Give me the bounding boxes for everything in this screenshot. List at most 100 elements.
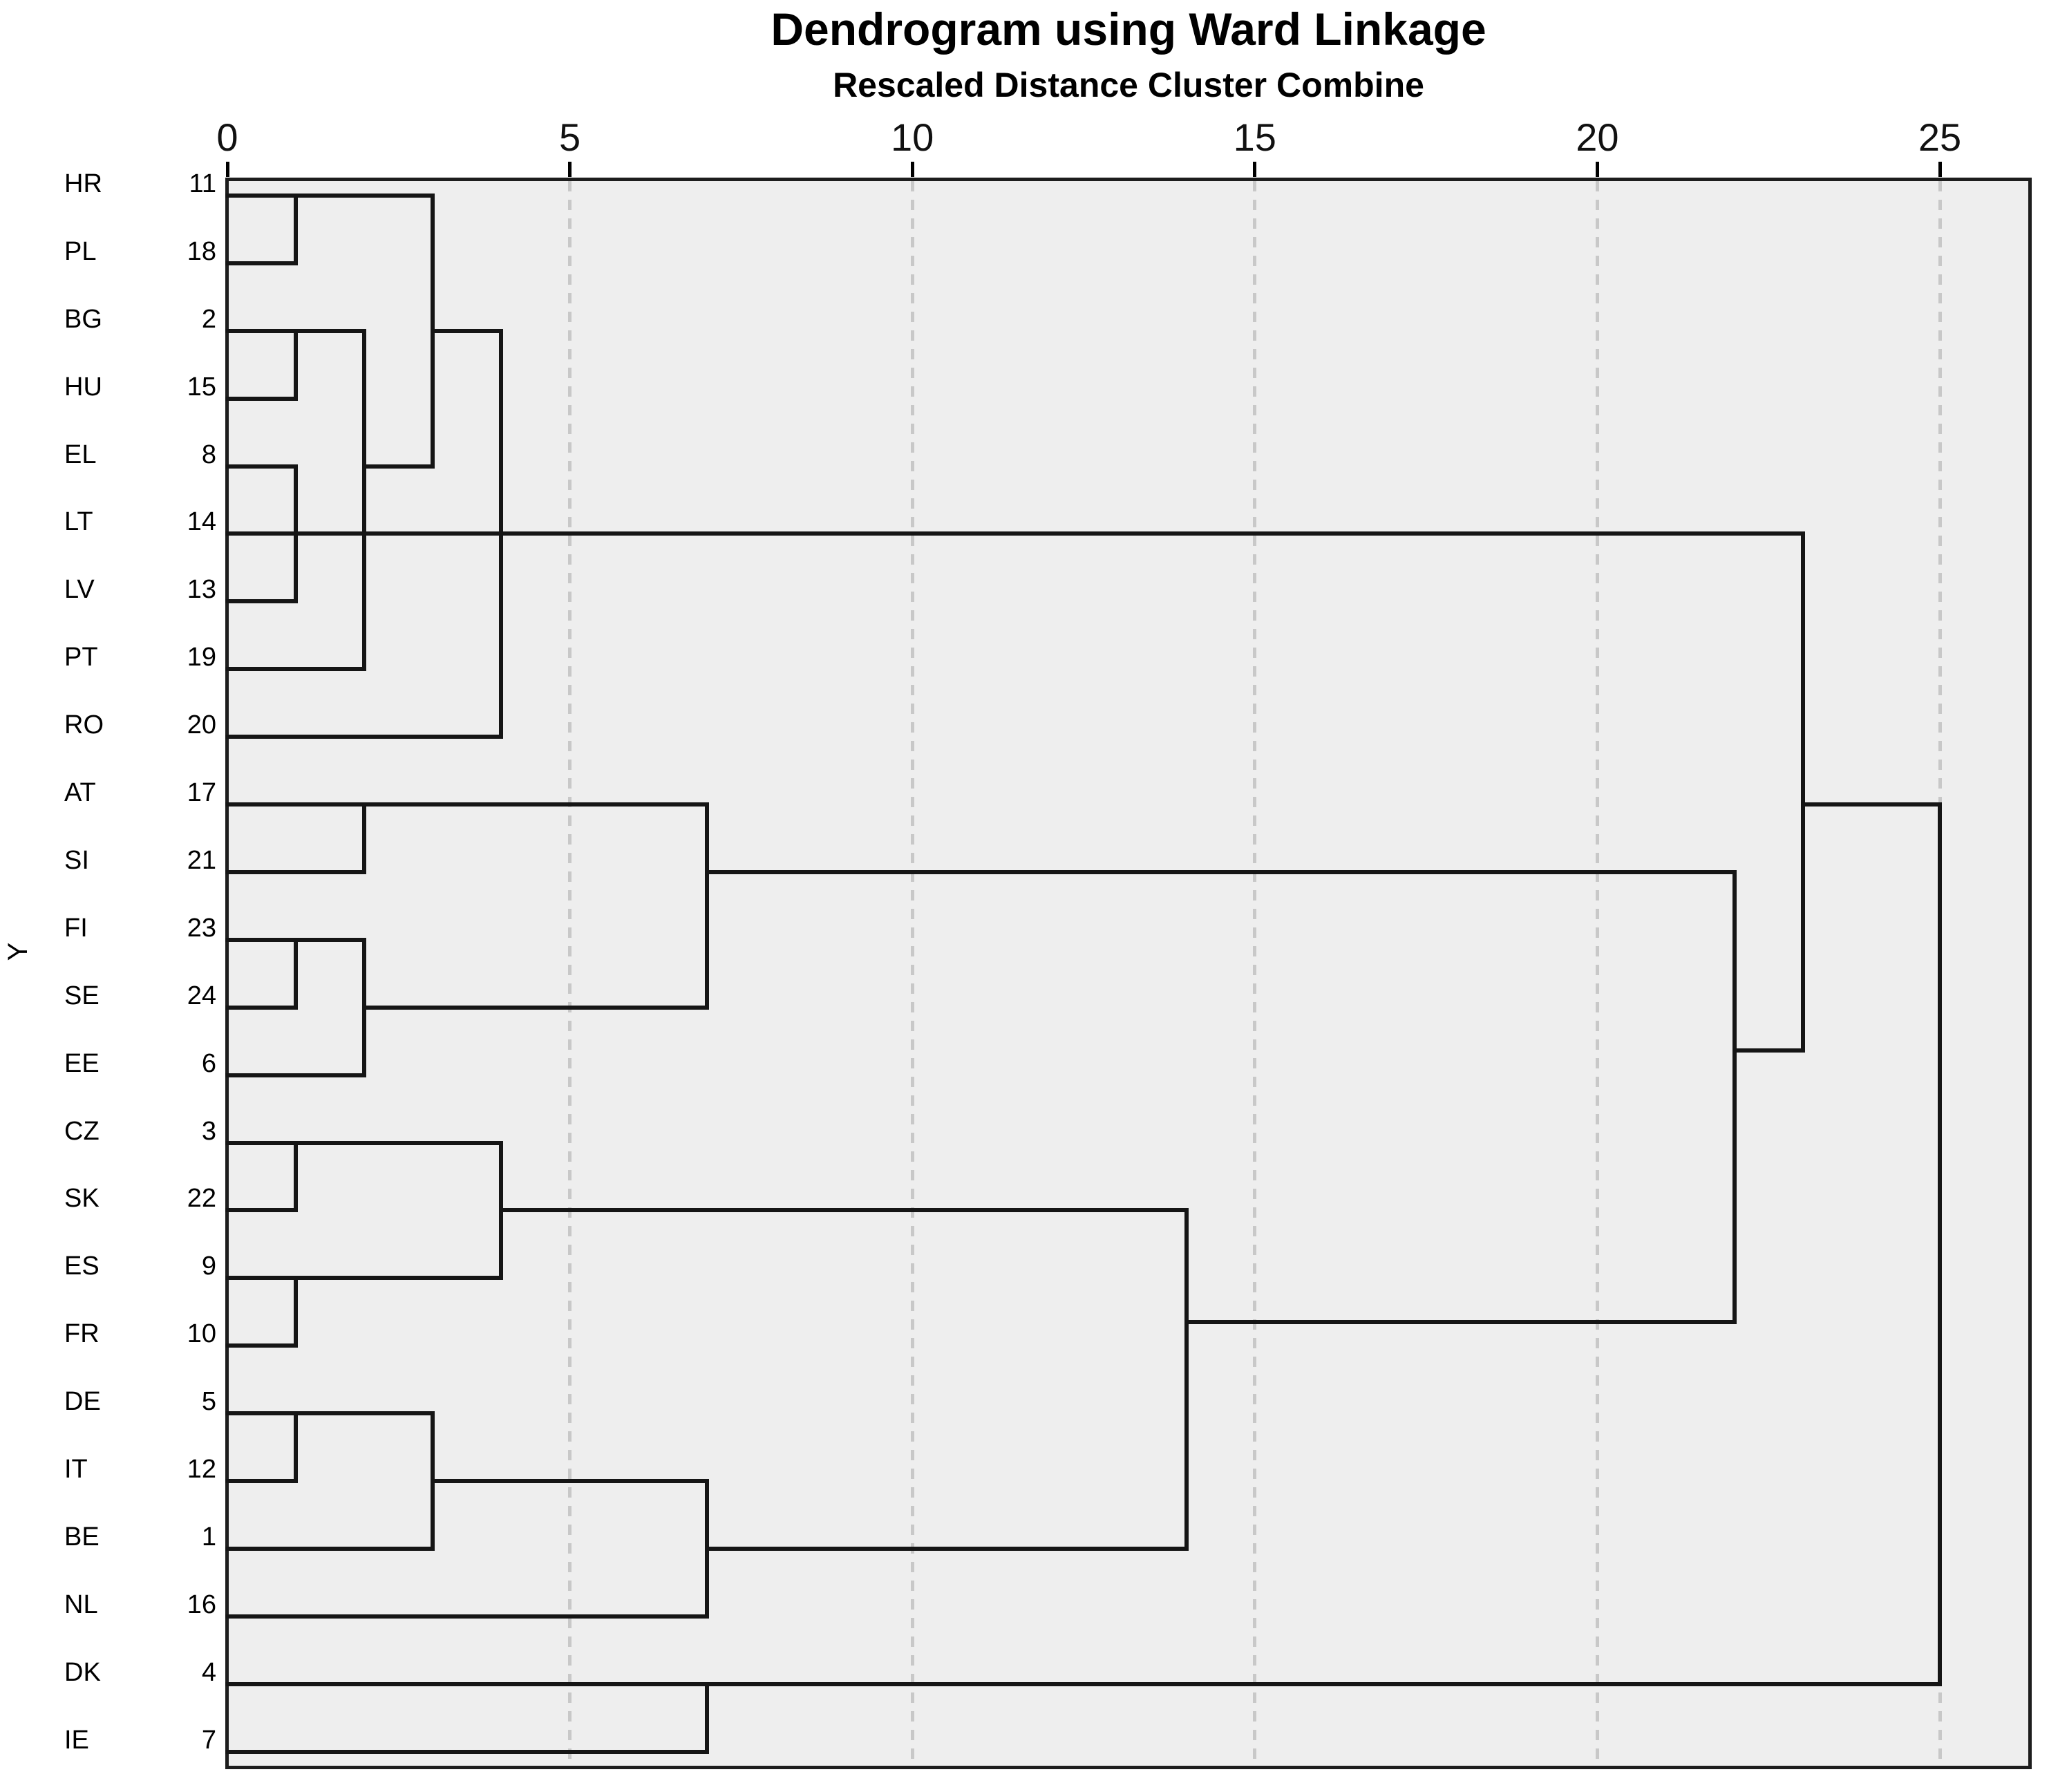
- leaf-label-BE: BE: [64, 1522, 100, 1552]
- dendrogram-h-segment-0: [225, 194, 435, 198]
- leaf-case-number-HU: 15: [187, 372, 216, 402]
- chart-subtitle: Rescaled Distance Cluster Combine: [833, 66, 1424, 104]
- leaf-label-SI: SI: [64, 846, 89, 875]
- dendrogram-v-segment-13: [294, 1411, 299, 1483]
- leaf-case-number-IT: 12: [187, 1455, 216, 1484]
- axis-tick-label-10: 10: [891, 115, 934, 159]
- leaf-case-number-BE: 1: [201, 1522, 216, 1552]
- leaf-label-LT: LT: [64, 507, 93, 536]
- leaf-label-RO: RO: [64, 710, 104, 739]
- leaf-case-number-DE: 5: [201, 1387, 216, 1416]
- leaf-label-SK: SK: [64, 1184, 100, 1213]
- dendrogram-h-segment-28: [225, 1547, 435, 1551]
- axis-tick-15: [1253, 162, 1257, 177]
- leaf-case-number-FR: 10: [187, 1319, 216, 1348]
- leaf-case-number-IE: 7: [201, 1726, 216, 1755]
- leaf-label-LV: LV: [64, 575, 95, 604]
- dendrogram-v-segment-1: [294, 329, 299, 401]
- dendrogram-h-segment-24: [1184, 1320, 1737, 1324]
- gridline-20: [1595, 181, 1599, 1767]
- dendrogram-h-segment-32: [225, 1682, 1942, 1686]
- dendrogram-h-segment-22: [225, 1276, 504, 1280]
- leaf-label-CZ: CZ: [64, 1117, 100, 1146]
- dendrogram-v-segment-17: [704, 1682, 709, 1754]
- axis-tick-0: [225, 162, 229, 177]
- leaf-case-number-ES: 9: [201, 1252, 216, 1281]
- leaf-case-number-LV: 13: [187, 575, 216, 604]
- leaf-label-EL: EL: [64, 440, 97, 469]
- leaf-case-number-SI: 21: [187, 846, 216, 875]
- leaf-label-AT: AT: [64, 778, 96, 807]
- dendrogram-h-segment-1: [225, 261, 299, 265]
- dendrogram-v-segment-15: [704, 1479, 709, 1619]
- leaf-case-number-FI: 23: [187, 914, 216, 943]
- dendrogram-h-segment-16: [225, 1006, 299, 1010]
- leaf-case-number-EE: 6: [201, 1049, 216, 1078]
- dendrogram-v-segment-19: [1800, 531, 1805, 1053]
- dendrogram-h-segment-12: [1800, 802, 1942, 807]
- leaf-case-number-EL: 8: [201, 440, 216, 469]
- leaf-label-IT: IT: [64, 1455, 88, 1484]
- dendrogram-v-segment-8: [362, 938, 367, 1077]
- dendrogram-h-segment-29: [704, 1547, 1189, 1551]
- dendrogram-h-segment-11: [225, 802, 709, 807]
- dendrogram-v-segment-9: [704, 802, 709, 1010]
- leaf-label-FR: FR: [64, 1319, 100, 1348]
- leaf-label-BG: BG: [64, 305, 102, 334]
- leaf-label-FI: FI: [64, 914, 88, 943]
- dendrogram-v-segment-12: [294, 1276, 299, 1348]
- dendrogram-v-segment-16: [1184, 1208, 1189, 1551]
- plot-area: [225, 178, 2032, 1769]
- leaf-label-SE: SE: [64, 981, 100, 1010]
- dendrogram-v-segment-5: [499, 329, 504, 739]
- axis-tick-label-15: 15: [1233, 115, 1276, 159]
- dendrogram-v-segment-0: [294, 194, 299, 265]
- chart-title: Dendrogram using Ward Linkage: [771, 3, 1486, 55]
- leaf-label-HU: HU: [64, 372, 102, 402]
- dendrogram-v-segment-6: [362, 802, 367, 874]
- leaf-case-number-PL: 18: [187, 237, 216, 266]
- axis-tick-5: [568, 162, 572, 177]
- axis-tick-20: [1595, 162, 1599, 177]
- dendrogram-v-segment-14: [431, 1411, 435, 1551]
- dendrogram-h-segment-6: [362, 464, 435, 469]
- dendrogram-h-segment-14: [704, 870, 1737, 874]
- dendrogram-h-segment-23: [225, 1343, 299, 1348]
- dendrogram-h-segment-3: [431, 329, 504, 333]
- leaf-label-DK: DK: [64, 1658, 101, 1687]
- leaf-label-PT: PT: [64, 643, 98, 672]
- dendrogram-h-segment-30: [225, 1614, 709, 1619]
- dendrogram-v-segment-18: [1732, 870, 1737, 1324]
- dendrogram-h-segment-17: [362, 1006, 709, 1010]
- axis-tick-10: [910, 162, 914, 177]
- leaf-case-number-CZ: 3: [201, 1117, 216, 1146]
- leaf-label-PL: PL: [64, 237, 97, 266]
- dendrogram-h-segment-19: [225, 1141, 504, 1145]
- dendrogram-v-segment-4: [431, 194, 435, 469]
- gridline-15: [1253, 181, 1257, 1767]
- dendrogram-v-segment-2: [294, 464, 299, 603]
- dendrogram-h-segment-20: [225, 1208, 299, 1212]
- leaf-case-number-SE: 24: [187, 981, 216, 1010]
- dendrogram-h-segment-25: [225, 1411, 435, 1415]
- leaf-case-number-LT: 14: [187, 507, 216, 536]
- dendrogram-h-segment-31: [1732, 1048, 1805, 1053]
- dendrogram-h-segment-10: [225, 735, 504, 739]
- dendrogram-h-segment-4: [225, 397, 299, 401]
- dendrogram-h-segment-18: [225, 1073, 367, 1077]
- y-axis-label: Y: [3, 942, 33, 961]
- axis-tick-25: [1938, 162, 1942, 177]
- dendrogram-h-segment-5: [225, 464, 299, 469]
- leaf-label-EE: EE: [64, 1049, 100, 1078]
- dendrogram-v-segment-7: [294, 938, 299, 1010]
- dendrogram-v-segment-20: [1938, 802, 1942, 1686]
- dendrogram-h-segment-13: [225, 870, 367, 874]
- axis-tick-label-25: 25: [1918, 115, 1962, 159]
- dendrogram-v-segment-10: [294, 1141, 299, 1212]
- leaf-case-number-DK: 4: [201, 1658, 216, 1687]
- leaf-case-number-NL: 16: [187, 1590, 216, 1619]
- leaf-label-NL: NL: [64, 1590, 98, 1619]
- leaf-case-number-AT: 17: [187, 778, 216, 807]
- dendrogram-v-segment-3: [362, 329, 367, 671]
